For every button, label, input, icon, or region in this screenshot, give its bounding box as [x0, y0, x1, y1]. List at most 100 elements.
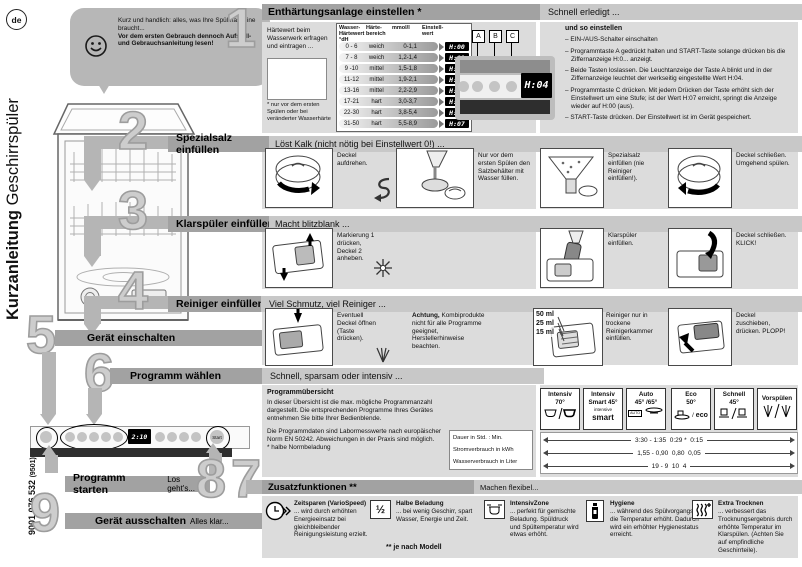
warning-body: Kombiprodukte nicht für alle Programme g… — [412, 312, 485, 351]
intensiv-icon — [544, 408, 577, 420]
step-2-connector — [84, 136, 170, 149]
power-button[interactable] — [40, 431, 52, 443]
col-mmol: mmol/l — [392, 25, 410, 31]
feature-name: Extra Trocknen — [718, 500, 764, 507]
step-9-label: Gerät ausschalten — [95, 515, 187, 527]
option-button-2[interactable] — [167, 432, 177, 442]
program-overview-p1: In dieser Übersicht ist die max. möglich… — [267, 399, 433, 422]
section1-title: Enthärtungsanlage einstellen * — [268, 6, 422, 18]
program-schnell: Schnell 45° — [714, 388, 754, 430]
section7-header-bar: Zusatzfunktionen ** — [262, 480, 480, 494]
option-button-4[interactable] — [191, 432, 201, 442]
program-button-b[interactable] — [77, 432, 87, 442]
program-temp: Smart 45° — [588, 399, 618, 407]
hardness-table-header: Wasser-Härtewert °dH Härte-bereich mmol/… — [339, 25, 469, 43]
section7-title: Zusatzfunktionen ** — [268, 481, 357, 493]
step-3-arrow-bar — [84, 216, 101, 256]
step-2-arrow-bar — [84, 136, 101, 180]
step-5-arrow-tip — [40, 414, 56, 425]
feature-hygiene: Hygiene ... während des Spülvorgangs wir… — [610, 500, 710, 539]
step-7-number: 7 — [230, 449, 262, 509]
section6-subtitle: Schnell, sparsam oder intensiv ... — [270, 371, 403, 381]
start-button[interactable]: Start — [210, 430, 224, 444]
section4-header-bar: Reiniger einfüllen — [168, 296, 269, 312]
s-turn-arrow-icon — [374, 177, 390, 202]
section2-header-bar: Spezialsalz einfüllen — [168, 132, 277, 156]
step-5-arrow-bar — [42, 352, 56, 414]
program-button-a[interactable] — [65, 432, 75, 442]
program-intensiv-smart: Intensiv Smart 45° intensive smart — [583, 388, 623, 430]
step-3-arrow-tip — [84, 256, 100, 267]
section3-title: Klarspüler einfüllen — [176, 218, 275, 230]
setting-display: H:00 — [445, 42, 469, 51]
step-8-sub: Los geht's... — [167, 475, 195, 493]
program-auto: Auto 45° /65° AUTO — [626, 388, 666, 430]
program-button-c[interactable] — [89, 432, 99, 442]
vertical-title-bold: Kurzanleitung — [4, 210, 22, 320]
step-3-connector — [84, 216, 170, 229]
instruction-item: – EIN-/AUS-Schalter einschalten — [565, 36, 658, 43]
program-temp: 45° /65° — [634, 399, 658, 407]
ml-scale: 50 ml 25 ml 15 ml — [536, 311, 554, 338]
step-1-number: 1 — [224, 0, 257, 59]
auto-icon-label: AUTO — [628, 410, 643, 418]
feature-half-load: Halbe Beladung ... bei wenig Geschirr, s… — [396, 500, 476, 524]
program-sub: intensive — [593, 407, 613, 413]
water-values: 19 - 9 10 4 — [647, 462, 691, 470]
program-temp: 45° — [729, 399, 739, 407]
powder-icon — [376, 347, 390, 363]
section3-subtitle: Macht blitzblank ... — [275, 219, 350, 229]
rinse-aid-close-illustration — [668, 228, 732, 288]
program-row-labels: Dauer in Std. : Min. Stromverbrauch in k… — [449, 430, 533, 470]
step-5-number: 5 — [25, 305, 57, 365]
feature-body: ... perfekt für gemischte Beladung. Spül… — [510, 507, 579, 539]
softener-panel-illustration: H:04 — [455, 56, 555, 120]
salt-caption-3: Spezialsalz einfüllen (nie Reiniger einf… — [608, 152, 645, 183]
salt-caption-1: Deckel aufdrehen. — [337, 152, 368, 167]
detergent-caption-1: Eventuell Deckel öffnen (Taste drücken). — [337, 312, 376, 343]
callout-c: C — [506, 30, 519, 43]
duration-values: 3:30 - 1:35 0:29 * 0:15 — [631, 436, 707, 444]
detergent-close-illustration — [668, 308, 732, 366]
softener-display: H:04 — [521, 73, 552, 98]
program-button-e[interactable] — [113, 432, 123, 442]
step-4-number: 4 — [117, 261, 149, 321]
program-vorspuelen: Vorspülen — [757, 388, 797, 430]
section2-title: Spezialsalz einfüllen — [176, 132, 233, 156]
detergent-caption-2: Reiniger nur in trockene Reinigerkammer … — [606, 312, 653, 343]
section6-subheader-bar: Schnell, sparsam oder intensiv ... — [262, 368, 544, 384]
callout-a: A — [472, 30, 485, 43]
salt-caption-4: Deckel schließen. Umgehend spülen. — [736, 152, 790, 167]
hardness-entry-box[interactable] — [267, 58, 327, 100]
col-hardness-range: Härte-bereich — [366, 25, 386, 38]
rinse-caption-3: Deckel schließen. KLICK! — [736, 232, 787, 247]
option-button-1[interactable] — [155, 432, 165, 442]
step-6-label: Programm wählen — [130, 370, 222, 382]
half-load-glyph: ½ — [375, 503, 386, 516]
feature-name: Halbe Beladung — [396, 500, 444, 507]
bubble-tail — [98, 84, 110, 94]
step-6-bar: Programm wählen — [110, 368, 282, 384]
option-button-3[interactable] — [179, 432, 189, 442]
panel-shadow-band — [30, 448, 232, 457]
step-9-number: 9 — [29, 483, 61, 543]
section4-title: Reiniger einfüllen — [176, 298, 265, 310]
step-9-arrow-bar — [45, 455, 58, 473]
slash: / — [692, 412, 694, 419]
softener-instructions: und so einstellen – EIN-/AUS-Schalter ei… — [565, 25, 795, 126]
ml-25: 25 ml — [536, 319, 554, 327]
eco-icon-label: eco — [695, 412, 708, 420]
program-button-d[interactable] — [101, 432, 111, 442]
feature-body: ... verbessert das Trocknungsergebnis du… — [718, 507, 793, 555]
ml-15: 15 ml — [536, 328, 554, 336]
section4-subheader-bar: Viel Schmutz, viel Reiniger ... — [261, 296, 802, 312]
program-name: Intensiv — [591, 391, 615, 398]
program-name: Schnell — [722, 391, 746, 398]
callout-b: B — [489, 30, 502, 43]
